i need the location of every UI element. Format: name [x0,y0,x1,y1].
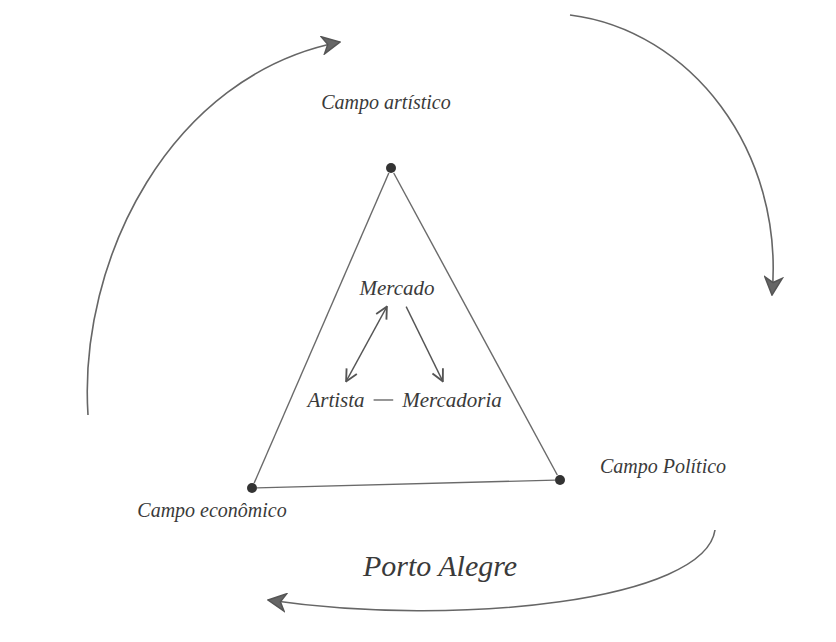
cycle-arrow [87,42,340,415]
field-vertex: Campo Político [555,475,565,485]
concept-node: Mercadoria [397,385,507,415]
field-vertex: Campo artístico [386,163,396,173]
node-text: Mercadoria [402,388,502,412]
place-label: Porto Alegre [363,549,517,583]
relation-arrow [406,307,443,382]
node-text: Campo artístico [321,91,450,114]
field-line [394,173,558,475]
node-text: Campo Político [600,455,726,478]
field-vertex: Campo econômico [247,483,257,493]
node-text: Artista [307,388,364,412]
field-line [374,399,394,400]
cycle-arrow [268,530,715,611]
field-line [257,480,555,488]
node-text: Mercado [359,276,434,300]
connector-layer [254,173,557,488]
field-line [254,173,389,483]
cycle-arrow [570,15,773,295]
concept-node: Artista [302,385,369,415]
concept-node: Mercado [354,273,439,303]
relation-arrow [346,307,387,382]
node-text: Campo econômico [137,499,286,522]
